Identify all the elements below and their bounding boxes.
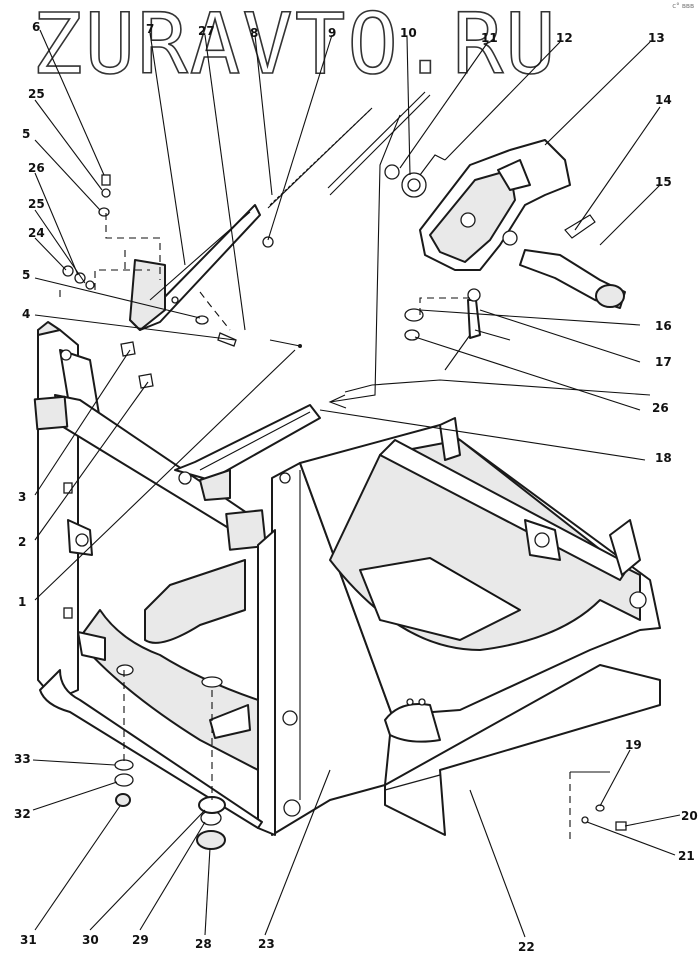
- callout-21: 21: [678, 849, 695, 863]
- callout-24: 24: [28, 226, 45, 240]
- callout-26b: 26: [652, 401, 669, 415]
- upper-linkage: [129, 91, 431, 501]
- callout-1: 1: [18, 595, 26, 609]
- cab-frame: [33, 321, 661, 836]
- callout-5b: 5: [22, 268, 30, 282]
- callout-13: 13: [648, 31, 665, 45]
- callout-18: 18: [655, 451, 672, 465]
- callout-33: 33: [14, 752, 31, 766]
- callout-labels: 1 2 3 4 5 5 6 7 8 9 10 11 12 13 14 15 16…: [14, 20, 698, 954]
- callout-14: 14: [655, 93, 672, 107]
- callout-15: 15: [655, 175, 672, 189]
- callout-2: 2: [18, 535, 26, 549]
- callout-6: 6: [32, 20, 40, 34]
- callout-20: 20: [681, 809, 698, 823]
- callout-26a: 26: [28, 161, 45, 175]
- callout-16: 16: [655, 319, 672, 333]
- callout-7: 7: [146, 22, 154, 36]
- callout-10: 10: [400, 26, 417, 40]
- callout-5a: 5: [22, 127, 30, 141]
- callout-27: 27: [198, 24, 215, 38]
- callout-19: 19: [625, 738, 642, 752]
- callout-4: 4: [22, 307, 30, 321]
- callout-30: 30: [82, 933, 99, 947]
- callout-17: 17: [655, 355, 672, 369]
- callout-3: 3: [18, 490, 26, 504]
- callout-32: 32: [14, 807, 31, 821]
- callout-11: 11: [481, 31, 498, 45]
- callout-22: 22: [518, 940, 535, 954]
- callout-29: 29: [132, 933, 149, 947]
- callout-leaders: [32, 29, 681, 938]
- callout-9: 9: [328, 26, 336, 40]
- callout-23: 23: [258, 937, 275, 951]
- callout-28: 28: [195, 937, 212, 951]
- latch-assembly: [384, 139, 626, 371]
- callout-8: 8: [250, 26, 258, 40]
- callout-25b: 25: [28, 197, 45, 211]
- watermark: ZURAVTO.RU: [31, 0, 558, 93]
- callout-25a: 25: [28, 87, 45, 101]
- callout-31: 31: [20, 933, 37, 947]
- corner-mark: c° ʙʙʙ: [672, 2, 694, 10]
- callout-12: 12: [556, 31, 573, 45]
